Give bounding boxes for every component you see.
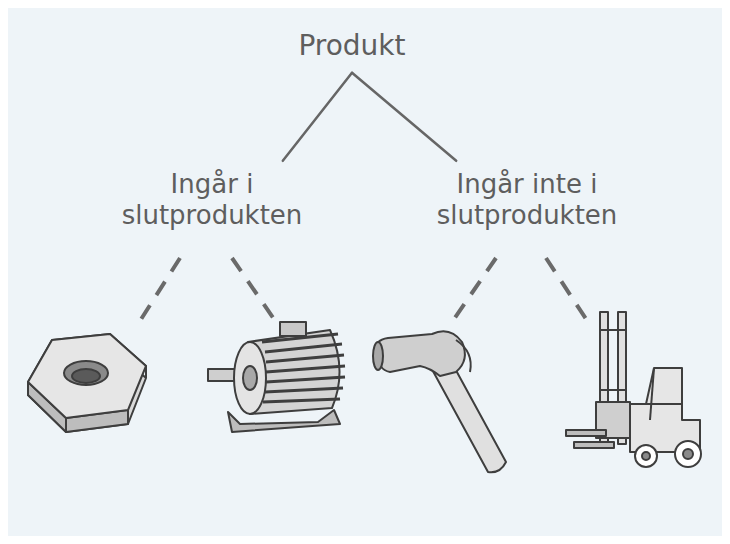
dashed-leader-part [452,258,496,322]
motor-drawing-part [234,342,266,414]
background-panel [8,8,722,536]
motor-drawing-part [243,366,257,390]
motor-drawing-part-part [265,344,342,352]
hammer-drawing-part [373,342,383,370]
nut-drawing-part [64,361,108,385]
node-text: Ingår i slutprodukten [98,169,326,231]
motor-drawing-part-part [265,388,343,392]
forklift-drawing-part [646,403,682,405]
forklift-drawing-part [566,430,606,436]
tree-branch-line [352,73,456,161]
node-text: Produkt [298,29,405,63]
motor-drawing-part-part [263,399,340,402]
dashed-leader-part [138,258,180,324]
motor-drawing [208,322,345,432]
forklift-drawing-part [650,368,654,420]
forklift-drawing [566,312,701,467]
forklift-drawing-part [630,368,700,452]
node-text: Ingår inte i slutprodukten [413,169,641,231]
forklift-drawing-part [574,442,614,448]
forklift-drawing-part [675,441,701,467]
hammer-drawing-part [376,331,465,376]
nut-drawing-part [28,334,146,418]
forklift-drawing-part [600,389,626,391]
dashed-leader-part [232,258,276,322]
hammer-drawing [373,331,506,472]
motor-drawing-part-part [266,355,344,362]
dashed-leader-part [546,258,588,322]
nut-drawing-part [65,418,67,432]
tree-branch-line [283,73,352,161]
forklift-drawing-part [642,452,650,460]
branch-label: Ingår inte i slutprodukten [409,167,645,233]
motor-drawing-part [280,322,306,336]
motor-drawing-part-part [266,377,345,382]
dashed-leader [138,258,588,324]
forklift-drawing-part [600,329,626,331]
root-label: Produkt [294,27,409,65]
hammer-drawing-part [456,340,471,372]
nut-drawing-part [72,369,100,383]
motor-drawing-part-part [266,366,345,372]
nut-drawing-part [127,410,129,424]
nut-drawing [28,334,146,432]
forklift-drawing-part [635,445,657,467]
forklift-drawing-part [683,449,693,459]
branch-label: Ingår i slutprodukten [94,167,330,233]
motor-drawing-part [228,410,340,432]
motor-drawing-part [262,334,345,402]
